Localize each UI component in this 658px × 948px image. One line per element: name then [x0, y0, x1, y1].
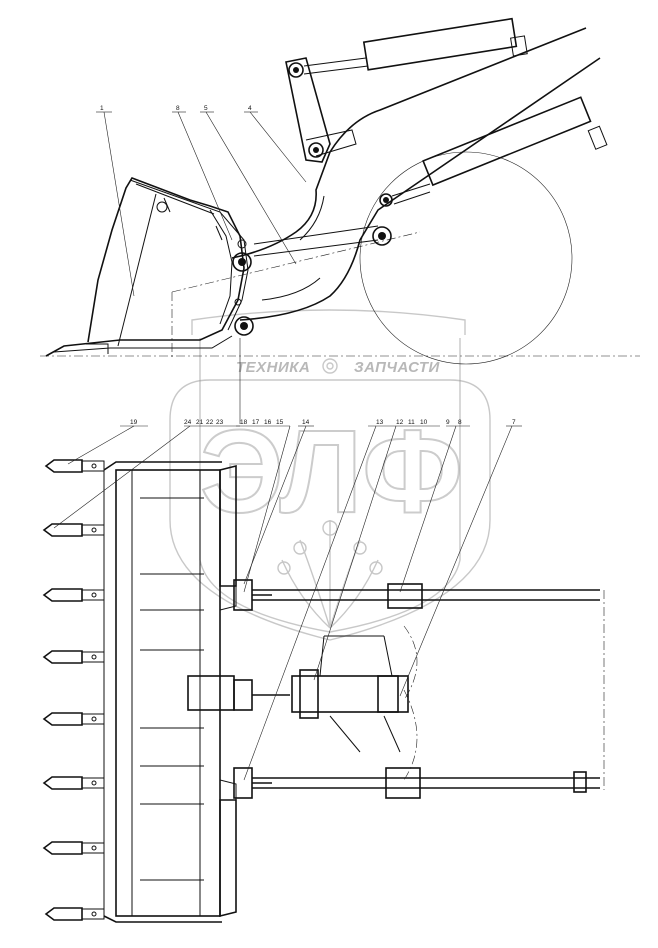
center-bracket: [187, 675, 235, 711]
tooth: [44, 907, 105, 921]
callout-7: 7: [512, 419, 516, 426]
callout-21: 21: [196, 419, 204, 426]
callout-18: 18: [240, 419, 248, 426]
plan-view: 19 24 21 22 23 18 17 16 15 14 13 12 11 1…: [42, 419, 605, 923]
callout-9: 9: [446, 419, 450, 426]
watermark-text-right: ЗАПЧАСТИ: [354, 359, 441, 376]
tooth: [42, 712, 105, 726]
side-view: 1 8 5 4: [40, 17, 640, 424]
tooth: [42, 776, 105, 790]
bucket-side: [45, 177, 249, 357]
bucket-teeth: [42, 459, 105, 921]
callout-23: 23: [216, 419, 224, 426]
callout-15: 15: [276, 419, 284, 426]
tooth: [42, 588, 105, 602]
callout-1: 1: [100, 105, 104, 112]
callout-17: 17: [252, 419, 260, 426]
callout-5: 5: [204, 105, 208, 112]
callout-10: 10: [420, 419, 428, 426]
callout-8-plan: 8: [458, 419, 462, 426]
boom-plan: [252, 583, 605, 799]
swing-radius-circle: [359, 151, 573, 365]
callout-leaders-top: [96, 111, 307, 297]
tooth: [42, 841, 105, 855]
wheat-emblem-icon: [277, 520, 383, 629]
linkage: [253, 57, 379, 257]
callout-14: 14: [302, 419, 310, 426]
callout-22: 22: [206, 419, 214, 426]
callout-24: 24: [184, 419, 192, 426]
watermark: ТЕХНИКА ЗАПЧАСТИ ЭЛФ: [169, 309, 491, 641]
tooth: [42, 650, 105, 664]
callout-11: 11: [408, 419, 415, 426]
callout-19: 19: [130, 419, 138, 426]
callout-8-top: 8: [176, 105, 180, 112]
bucket-pins: [233, 579, 290, 799]
hydraulic-cylinder-upper: [303, 17, 528, 75]
callout-leaders-plan: [53, 425, 522, 781]
cross-tube: [291, 625, 418, 781]
watermark-text-left: ТЕХНИКА: [236, 359, 310, 376]
bucket-ribs: [140, 497, 204, 881]
tooth: [42, 523, 105, 537]
hydraulic-cylinder-lower: [391, 96, 608, 205]
callout-16: 16: [264, 419, 272, 426]
gear-icon: [322, 358, 338, 374]
callout-4: 4: [248, 105, 252, 112]
watermark-logo-letters: ЭЛФ: [200, 406, 463, 538]
pivot-pins: [232, 62, 393, 336]
callout-12: 12: [396, 419, 404, 426]
callout-13: 13: [376, 419, 384, 426]
tooth: [44, 459, 105, 473]
